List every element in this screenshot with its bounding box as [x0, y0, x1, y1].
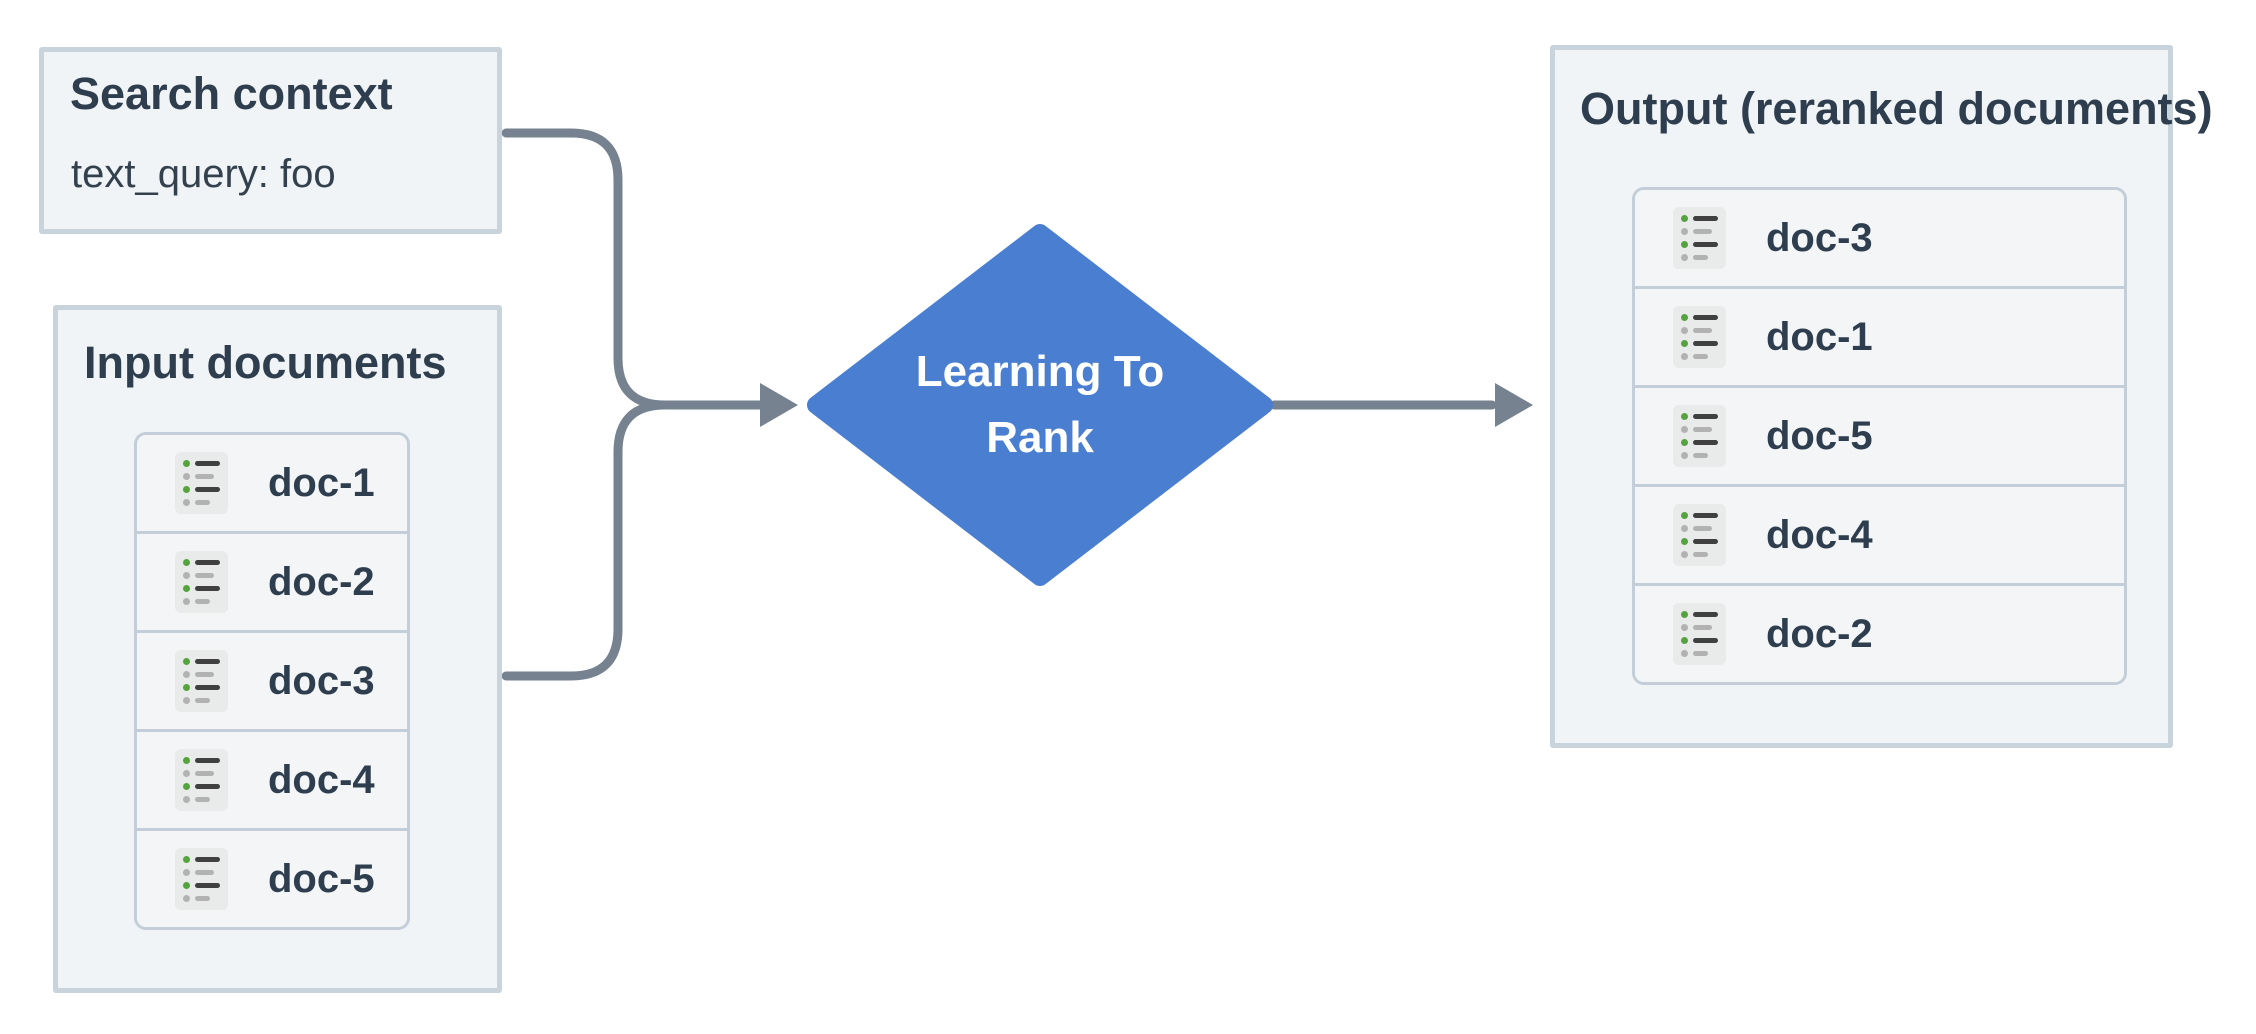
- doc-row: doc-5: [1635, 385, 2124, 484]
- arrowhead-into-ltr: [760, 383, 798, 427]
- doc-label: doc-5: [1766, 413, 1873, 458]
- ltr-label-line2: Rank: [986, 413, 1094, 462]
- ltr-label-line1: Learning To: [915, 347, 1165, 396]
- connector-search-to-ltr: [501, 128, 767, 410]
- input-doc-list: doc-1 doc-2 doc-3 doc-4: [134, 432, 410, 930]
- output-doc-list: doc-3 doc-1 doc-5 doc-4: [1632, 187, 2127, 685]
- doc-row: doc-4: [137, 729, 407, 828]
- doc-label: doc-2: [268, 559, 375, 604]
- search-context-title: Search context: [70, 68, 393, 119]
- arrowhead-into-output: [1495, 383, 1533, 427]
- output-panel: Output (reranked documents) doc-3 doc-1 …: [1550, 45, 2213, 748]
- learning-to-rank-label: Learning To Rank: [840, 315, 1240, 495]
- doc-label: doc-4: [1766, 512, 1873, 557]
- output-title: Output (reranked documents): [1580, 83, 2213, 134]
- doc-row: doc-3: [1635, 190, 2124, 286]
- doc-label: doc-4: [268, 757, 375, 802]
- doc-row: doc-2: [137, 531, 407, 630]
- search-query-text: text_query: foo: [71, 152, 336, 196]
- doc-row: doc-1: [1635, 286, 2124, 385]
- doc-row: doc-3: [137, 630, 407, 729]
- doc-label: doc-5: [268, 856, 375, 901]
- doc-label: doc-3: [1766, 215, 1873, 260]
- doc-row: doc-5: [137, 828, 407, 927]
- document-list-icon: [1673, 405, 1726, 467]
- document-list-icon: [1673, 207, 1726, 269]
- document-list-icon: [175, 848, 228, 910]
- doc-row: doc-2: [1635, 583, 2124, 682]
- document-list-icon: [175, 452, 228, 514]
- doc-label: doc-3: [268, 658, 375, 703]
- doc-label: doc-1: [268, 460, 375, 505]
- document-list-icon: [175, 650, 228, 712]
- input-documents-title: Input documents: [84, 337, 447, 388]
- doc-label: doc-1: [1766, 314, 1873, 359]
- document-list-icon: [1673, 603, 1726, 665]
- doc-label: doc-2: [1766, 611, 1873, 656]
- document-list-icon: [175, 749, 228, 811]
- search-context-panel: Search context text_query: foo: [39, 47, 502, 234]
- doc-row: doc-4: [1635, 484, 2124, 583]
- document-list-icon: [175, 551, 228, 613]
- connector-docs-to-ltr: [501, 400, 670, 681]
- input-documents-panel: Input documents doc-1 doc-2 doc-3: [53, 305, 502, 993]
- doc-row: doc-1: [137, 435, 407, 531]
- document-list-icon: [1673, 306, 1726, 368]
- document-list-icon: [1673, 504, 1726, 566]
